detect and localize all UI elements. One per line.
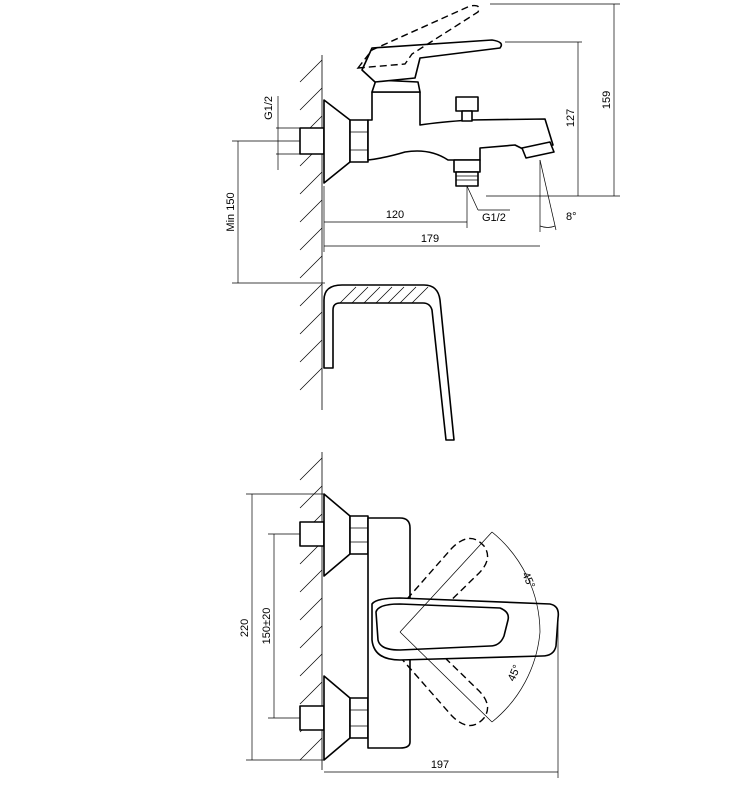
top-nut-lower <box>349 697 369 739</box>
lever-handle <box>361 39 503 83</box>
label-rotation-up: 45° <box>519 570 537 590</box>
cartridge-cap <box>371 79 421 93</box>
inlet-pipe <box>299 127 325 155</box>
hex-nut <box>349 119 369 163</box>
mixer-body <box>367 91 554 161</box>
label-rotation-down: 45° <box>506 663 524 683</box>
dim-width-total: 197 <box>324 620 559 778</box>
label-width-total: 197 <box>431 759 449 771</box>
dim-outlet-distance: 120 <box>324 186 468 228</box>
dim-body-length: 220 <box>239 493 324 761</box>
dim-spout-angle: 8° <box>539 159 577 232</box>
outlet-thread <box>455 171 479 187</box>
lever-rotated-down <box>377 613 489 727</box>
top-nut-upper <box>349 515 369 555</box>
bathtub-section <box>323 284 455 441</box>
dim-rotation: 45° 45° <box>399 531 541 723</box>
dim-centers: 150±20 <box>261 533 300 719</box>
spout-tip <box>521 141 555 159</box>
label-body-length: 220 <box>239 619 251 637</box>
top-view: 45° 45° 220 150±20 197 <box>239 452 560 778</box>
outlet-collar <box>453 159 481 173</box>
dim-height-total: 159 <box>486 3 620 197</box>
side-view: G1/2 Min 150 159 127 120 <box>225 3 620 441</box>
top-flange-lower <box>323 675 351 761</box>
label-min-height: Min 150 <box>225 192 237 231</box>
diverter-knob <box>455 96 479 112</box>
top-flange-upper <box>323 493 351 577</box>
label-spout-angle: 8° <box>566 211 577 223</box>
label-centers: 150±20 <box>261 608 273 645</box>
label-outlet-distance: 120 <box>386 209 404 221</box>
label-height-total: 159 <box>601 91 613 109</box>
label-outlet-thread: G1/2 <box>482 212 506 224</box>
diverter-stem <box>461 110 473 122</box>
lever-rotated-up <box>377 537 489 651</box>
top-lever-handle <box>375 603 510 651</box>
lever-raised-outline <box>356 4 480 69</box>
wall-flange <box>323 99 351 184</box>
top-inlet-pipe-lower <box>299 705 325 731</box>
dim-height-spout: 127 <box>505 41 582 196</box>
top-inlet-pipe-upper <box>299 521 325 547</box>
wall-hatch-side <box>299 55 323 410</box>
dim-min-height: Min 150 <box>225 140 325 284</box>
label-thread-side: G1/2 <box>263 96 275 120</box>
label-height-spout: 127 <box>565 109 577 127</box>
dim-side-thread: G1/2 <box>263 96 300 170</box>
label-depth-total: 179 <box>421 233 439 245</box>
dim-depth-total: 179 <box>323 186 540 252</box>
dim-outlet-thread: G1/2 <box>466 185 510 224</box>
